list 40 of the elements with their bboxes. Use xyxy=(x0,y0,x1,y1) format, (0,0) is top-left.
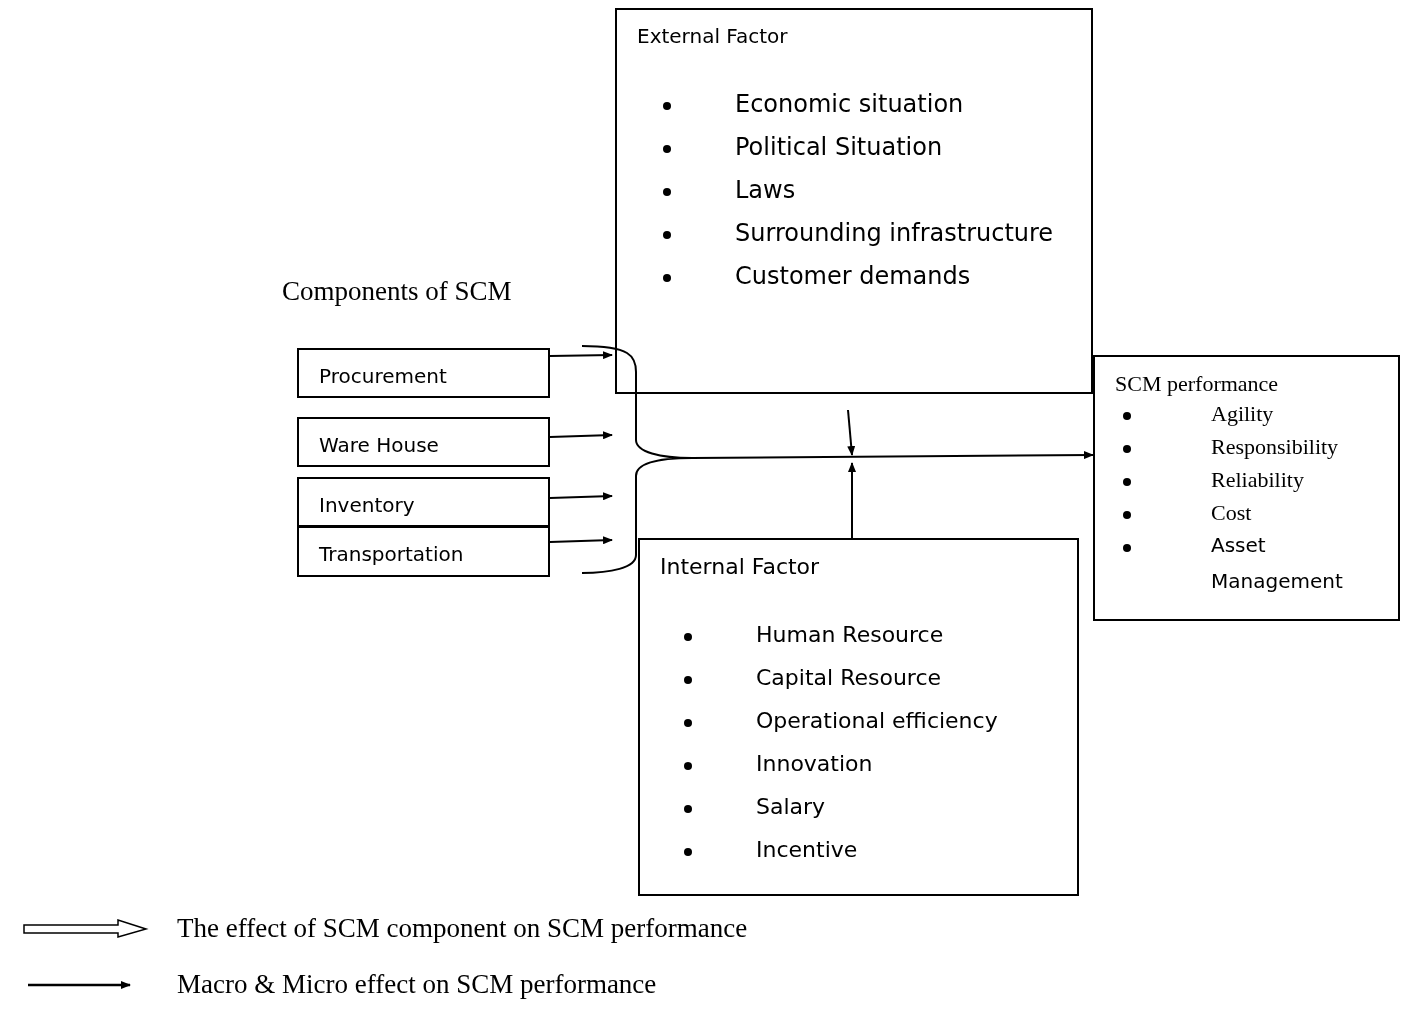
component-box xyxy=(297,348,550,398)
legend-text: Macro & Micro effect on SCM performance xyxy=(177,969,657,1000)
bullet-item: Human Resource xyxy=(756,622,944,647)
component-label: Inventory xyxy=(319,493,415,517)
bullet-item: Cost xyxy=(1211,500,1252,526)
bullet-item: Laws xyxy=(735,176,796,204)
bullet-item: Capital Resource xyxy=(756,665,942,690)
bullet-item: Agility xyxy=(1211,401,1274,427)
component-label: Transportation xyxy=(319,542,464,566)
component-box xyxy=(297,526,550,577)
box-heading: SCM performance xyxy=(1115,371,1279,397)
component-box xyxy=(297,417,550,467)
legend-text: The effect of SCM component on SCM performance xyxy=(177,913,748,944)
box-heading: External Factor xyxy=(637,24,788,48)
bullet-item: Reliability xyxy=(1211,467,1304,493)
component-box xyxy=(297,477,550,527)
bullet-item: Responsibility xyxy=(1211,434,1339,460)
arrow xyxy=(847,409,856,456)
bullet-item: Innovation xyxy=(756,751,873,776)
component-label: Procurement xyxy=(319,364,447,388)
arrow xyxy=(691,451,1094,460)
factor-box xyxy=(615,8,1093,394)
arrow xyxy=(848,462,856,539)
bullet-item: Customer demands xyxy=(735,262,971,290)
factor-box xyxy=(1093,355,1400,621)
bullet-item: Operational efficiency xyxy=(756,708,998,733)
box-heading: Internal Factor xyxy=(660,554,820,579)
factor-box xyxy=(638,538,1079,896)
group-label: Components of SCM xyxy=(282,276,512,307)
arrow xyxy=(549,536,613,545)
bullet-item: Political Situation xyxy=(735,133,943,161)
bullet-item: Incentive xyxy=(756,837,858,862)
arrow xyxy=(549,431,613,440)
arrow xyxy=(549,492,613,501)
bullet-item: Economic situation xyxy=(735,90,964,118)
component-label: Ware House xyxy=(319,433,439,457)
bullet-item: Asset Management xyxy=(1211,532,1344,595)
bullet-item: Salary xyxy=(756,794,826,819)
bullet-item: Surrounding infrastructure xyxy=(735,219,1054,247)
arrow xyxy=(549,351,613,360)
